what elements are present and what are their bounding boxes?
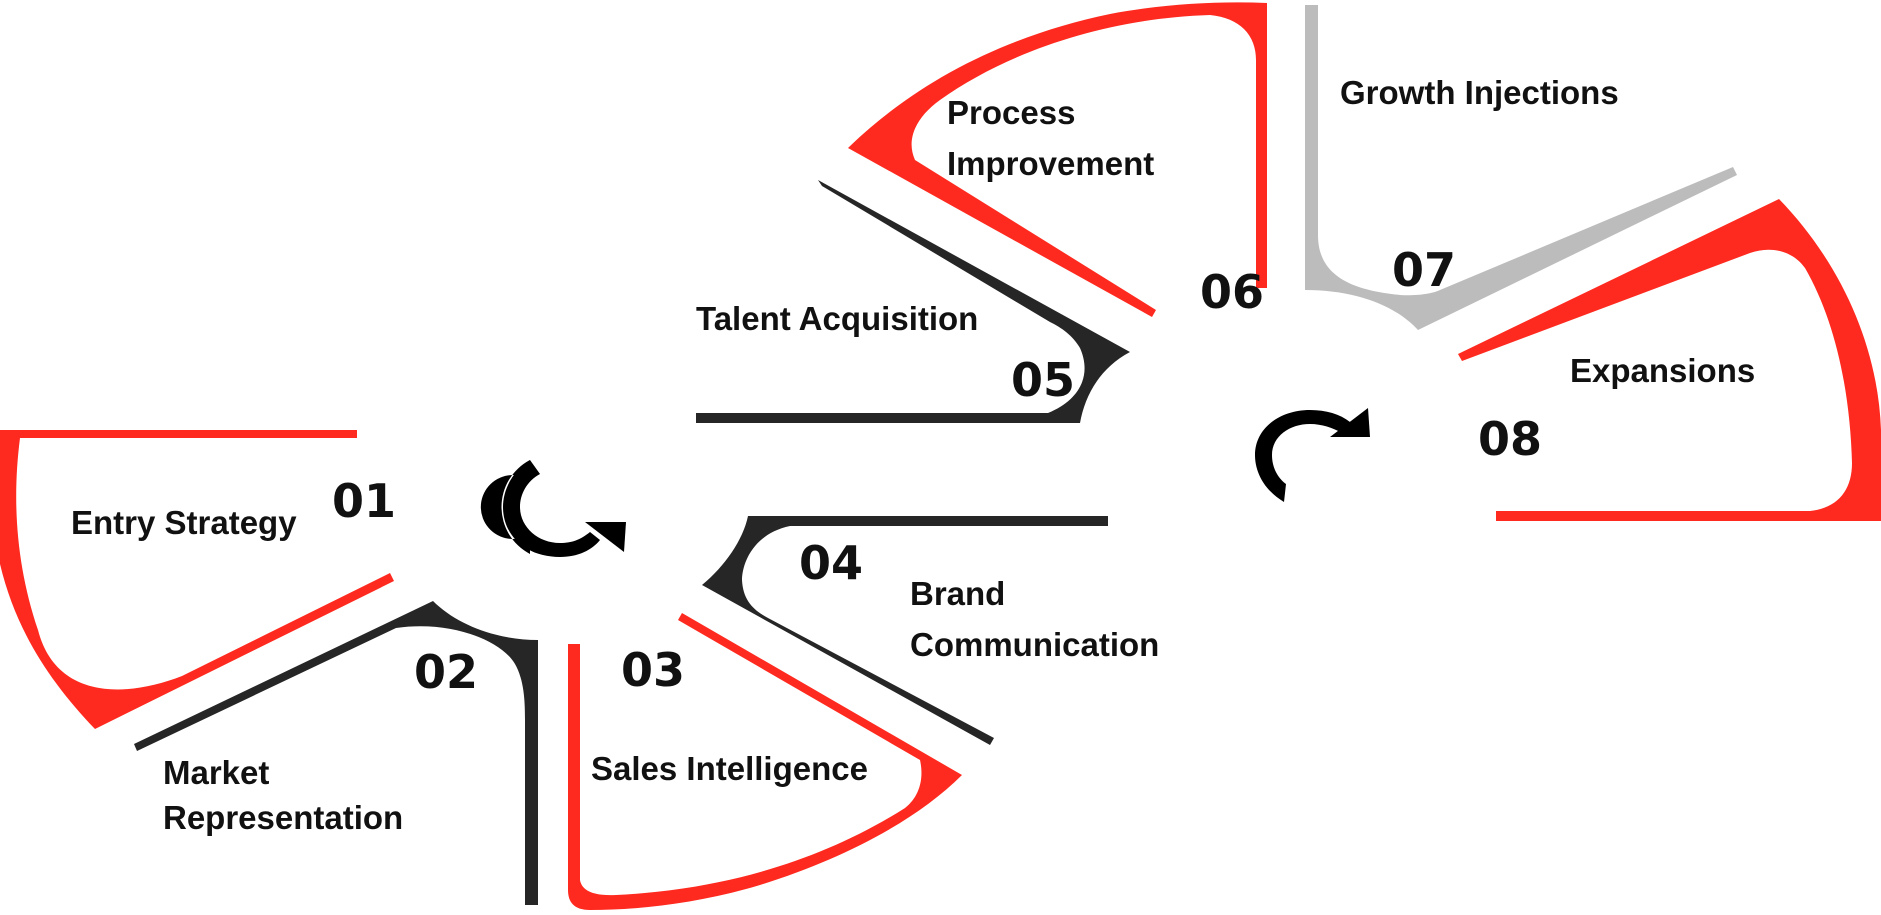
step-06-number: 06 — [1200, 265, 1264, 319]
step-01-segment — [0, 430, 394, 729]
cycle-arrow-head — [1330, 408, 1370, 437]
step-08-number: 08 — [1478, 412, 1542, 466]
step-06-label: Process Improvement — [947, 94, 1154, 182]
step-08-segment — [1458, 199, 1881, 521]
step-01-number: 01 — [332, 474, 396, 528]
step-06-shape — [848, 2, 1267, 318]
step-08-label: Expansions — [1570, 352, 1755, 389]
step-06-label-line1: Process — [947, 94, 1075, 131]
cycle-arrow-icon-left — [480, 460, 626, 557]
step-01-label: Entry Strategy — [71, 504, 297, 541]
step-04-label: Brand Communication — [910, 575, 1159, 663]
cycle-arrow-icon — [1255, 410, 1350, 502]
step-01-shape — [0, 430, 394, 729]
cycle-arrow-icon — [480, 460, 530, 554]
step-03-number: 03 — [621, 643, 685, 697]
step-05-number: 05 — [1011, 353, 1075, 407]
step-04-shape — [702, 516, 1108, 745]
step-03-shape — [568, 613, 962, 910]
step-05-label: Talent Acquisition — [696, 300, 978, 337]
step-02-label-line1: Market — [163, 754, 269, 791]
step-08-shape — [1458, 199, 1881, 521]
cycle-arrow-head — [585, 522, 626, 552]
step-04-segment — [702, 516, 1108, 745]
step-07-segment — [1305, 5, 1737, 330]
step-05-shape — [696, 180, 1130, 423]
step-07-label: Growth Injections — [1340, 74, 1619, 111]
step-04-label-line2: Communication — [910, 626, 1159, 663]
step-02-label-line2: Representation — [163, 799, 403, 836]
step-03-segment — [568, 613, 962, 910]
step-02-label: Market Representation — [163, 754, 403, 836]
step-06-segment — [848, 2, 1267, 318]
step-04-label-line1: Brand — [910, 575, 1005, 612]
cycle-arrow-icon-body — [503, 460, 600, 557]
step-07-number: 07 — [1392, 243, 1456, 297]
step-02-number: 02 — [414, 645, 478, 699]
step-06-label-line2: Improvement — [947, 145, 1154, 182]
cycle-arrow-icon-right — [1255, 408, 1370, 502]
step-05-segment — [696, 180, 1130, 423]
step-04-number: 04 — [799, 536, 863, 590]
step-07-shape — [1305, 5, 1737, 330]
step-03-label: Sales Intelligence — [591, 750, 868, 787]
